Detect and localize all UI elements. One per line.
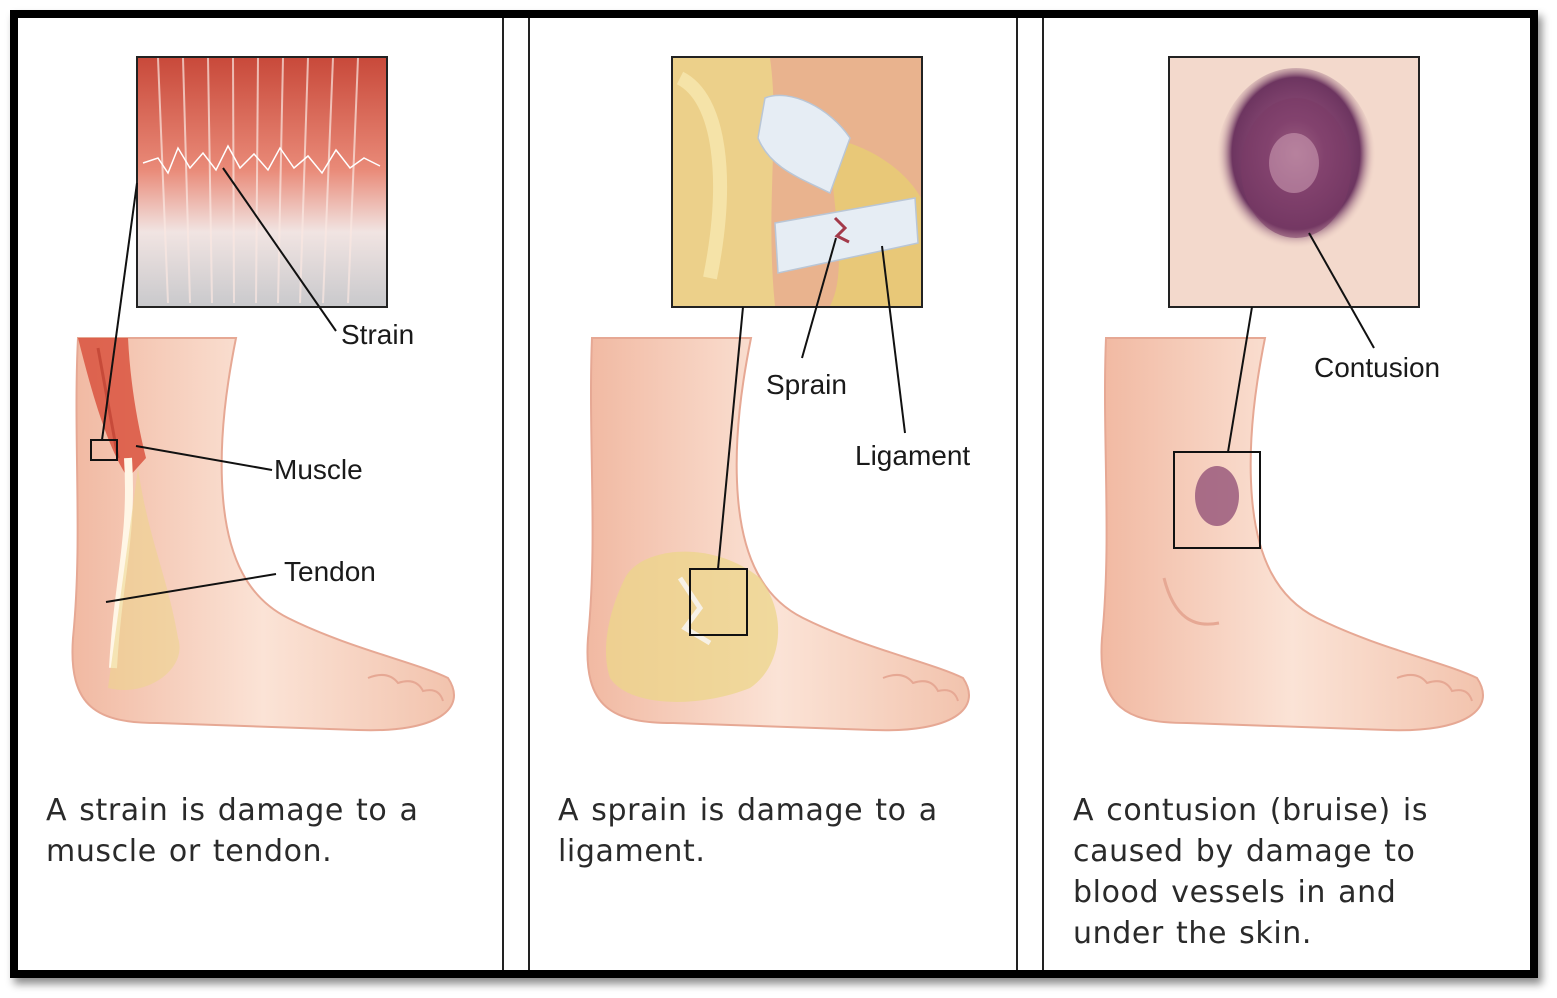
contusion-panel: Contusion A contusion (bruise) is caused…: [1044, 18, 1530, 970]
sprain-panel: Sprain Ligament A sprain is damage to a …: [530, 18, 1016, 970]
ligament-label: Ligament: [855, 440, 970, 471]
contusion-caption: A contusion (bruise) is caused by damage…: [1073, 793, 1429, 951]
strain-zoom-box: [90, 439, 118, 461]
sprain-caption: A sprain is damage to a ligament.: [558, 793, 938, 869]
panel-divider: [1016, 18, 1044, 970]
foot-illustration: [71, 337, 455, 732]
strain-panel: Strain Muscle Tendon A strain is damage …: [18, 18, 502, 970]
sprain-inset: [671, 56, 923, 308]
sprain-illustration: Sprain Ligament: [586, 56, 970, 732]
muscle-label: Muscle: [274, 454, 363, 485]
sprain-label: Sprain: [766, 369, 847, 400]
foot-illustration: [1100, 337, 1484, 732]
contusion-illustration: Contusion: [1100, 56, 1484, 732]
contusion-label: Contusion: [1314, 352, 1440, 383]
strain-inset: [136, 56, 388, 308]
contusion-inset: [1168, 56, 1420, 308]
strain-caption: A strain is damage to a muscle or tendon…: [46, 793, 419, 869]
strain-label: Strain: [341, 319, 414, 350]
strain-illustration: Strain Muscle Tendon: [71, 56, 455, 732]
figure-frame: Strain Muscle Tendon A strain is damage …: [10, 10, 1538, 978]
contusion-zoom-box: [1173, 451, 1261, 549]
panel-divider: [502, 18, 530, 970]
tendon-label: Tendon: [284, 556, 376, 587]
